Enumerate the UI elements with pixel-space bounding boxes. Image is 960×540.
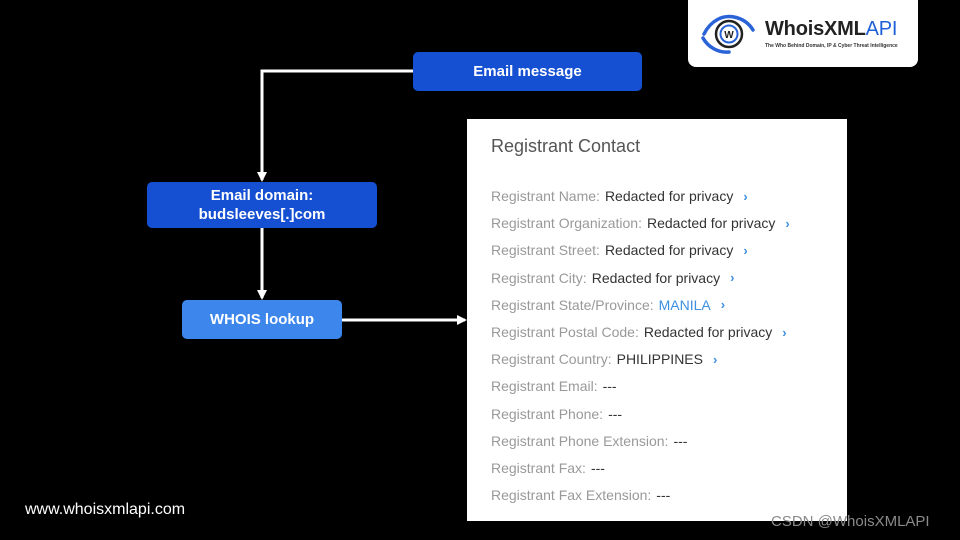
field-label: Registrant State/Province: (491, 296, 654, 313)
email-message-label: Email message (473, 63, 582, 80)
registrant-field-row: Registrant Email: --- (491, 378, 617, 394)
field-value: --- (656, 487, 671, 504)
svg-text:W: W (724, 30, 734, 41)
field-value: PHILIPPINES (616, 351, 703, 368)
field-value[interactable]: MANILA (658, 296, 711, 313)
registrant-field-row: Registrant Phone: --- (491, 406, 622, 422)
logo-name-api: API (865, 18, 898, 40)
whois-lookup-label: WHOIS lookup (209, 311, 315, 328)
arrow-email-to-domain (257, 69, 413, 182)
registrant-field-row: Registrant Fax Extension: --- (491, 487, 670, 503)
field-label: Registrant Phone: (491, 405, 604, 422)
registrant-field-row: Registrant Fax: --- (491, 460, 605, 476)
chevron-right-icon[interactable]: › (785, 215, 790, 231)
chevron-right-icon[interactable]: › (712, 351, 718, 367)
registrant-field-row[interactable]: Registrant Organization:Redacted for pri… (491, 215, 790, 231)
field-label: Registrant Country: (491, 351, 612, 368)
footer-url: www.whoisxmlapi.com (25, 501, 186, 518)
field-label: Registrant Email: (491, 378, 598, 395)
field-label: Registrant Postal Code: (491, 324, 639, 340)
logo-eye-icon: W (701, 14, 755, 54)
email-domain-label: Email domain: (210, 187, 314, 204)
registrant-field-row[interactable]: Registrant State/Province:MANILA › (491, 297, 725, 313)
registrant-field-row: Registrant Phone Extension: --- (491, 433, 687, 449)
logo-wordmark: WhoisXMLAPI (765, 18, 897, 41)
email-domain-value: budsleeves[.]com (198, 206, 326, 223)
field-value: --- (673, 432, 688, 449)
whois-lookup-node: WHOIS lookup (182, 300, 342, 339)
registrant-field-row[interactable]: Registrant Country:PHILIPPINES › (491, 351, 717, 367)
chevron-right-icon[interactable]: › (743, 242, 748, 258)
field-label: Registrant Name: (491, 188, 600, 204)
whoisxmlapi-logo: W WhoisXMLAPI The Who Behind Domain, IP … (688, 0, 918, 67)
registrant-field-row[interactable]: Registrant Postal Code:Redacted for priv… (491, 324, 787, 340)
registrant-field-row[interactable]: Registrant Name:Redacted for privacy › (491, 188, 748, 204)
field-label: Registrant Street: (491, 242, 600, 259)
panel-title: Registrant Contact (491, 136, 641, 156)
field-value: Redacted for privacy (604, 242, 734, 259)
field-label: Registrant Fax Extension: (491, 487, 652, 504)
email-message-node: Email message (413, 52, 642, 91)
field-value: --- (608, 405, 623, 422)
field-value: Redacted for privacy (591, 269, 721, 286)
field-label: Registrant Phone Extension: (491, 432, 669, 449)
chevron-right-icon[interactable]: › (743, 188, 748, 204)
registrant-field-row[interactable]: Registrant Street:Redacted for privacy › (491, 242, 748, 258)
field-value: --- (590, 460, 605, 476)
field-value: --- (602, 378, 617, 395)
field-label: Registrant Fax: (491, 460, 586, 476)
logo-tagline: The Who Behind Domain, IP & Cyber Threat… (765, 43, 898, 49)
registrant-field-row[interactable]: Registrant City:Redacted for privacy › (491, 270, 734, 286)
field-label: Registrant Organization: (491, 215, 642, 232)
field-value: Redacted for privacy (643, 324, 773, 340)
field-label: Registrant City: (491, 269, 587, 286)
chevron-right-icon[interactable]: › (782, 324, 787, 340)
field-value: Redacted for privacy (646, 215, 776, 232)
chevron-right-icon[interactable]: › (720, 297, 726, 313)
chevron-right-icon[interactable]: › (730, 270, 735, 286)
field-value: Redacted for privacy (604, 188, 734, 204)
logo-name-main: WhoisXML (765, 18, 866, 40)
watermark: CSDN @WhoisXMLAPI (771, 513, 930, 530)
email-domain-node: Email domain: budsleeves[.]com (147, 182, 377, 228)
registrant-contact-panel: Registrant Contact Registrant Name:Redac… (467, 119, 847, 521)
